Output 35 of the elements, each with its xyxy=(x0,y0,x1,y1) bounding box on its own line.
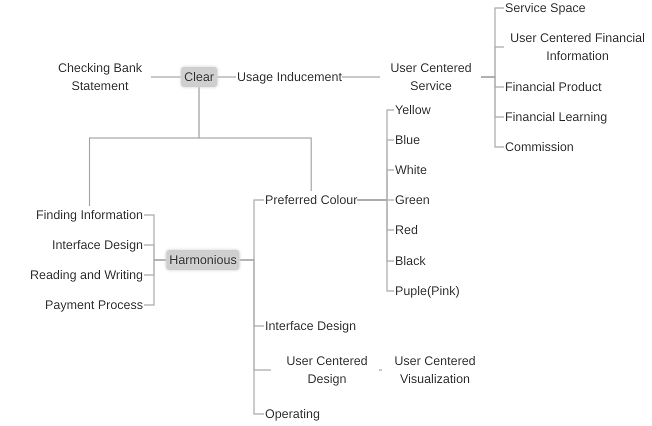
topic-label: Puple(Pink) xyxy=(395,282,460,300)
topic-label: User Centered Visualization xyxy=(380,352,490,388)
topic-label: Red xyxy=(395,221,418,239)
topic-label: White xyxy=(395,161,427,179)
topic-label: Financial Learning xyxy=(505,108,608,126)
topic-label: Financial Product xyxy=(505,78,602,96)
topic-label: Blue xyxy=(395,131,420,149)
connector-line xyxy=(481,76,504,148)
topic-label: User Centered Design xyxy=(272,352,382,388)
topic-label: Checking Bank Statement xyxy=(50,59,150,95)
topic-label: User Centered Financial Information xyxy=(505,29,650,65)
topic-label: Reading and Writing xyxy=(30,266,143,284)
connector-line xyxy=(198,87,312,191)
connector-line xyxy=(216,76,236,78)
topic-label: Operating xyxy=(265,405,320,423)
topic-box: Clear xyxy=(181,67,217,87)
connector-line xyxy=(144,259,166,306)
connector-line xyxy=(342,76,380,78)
topic-label: Service Space xyxy=(505,0,586,17)
topic-label: Interface Design xyxy=(52,236,143,254)
topic-label: Usage Inducement xyxy=(237,68,342,86)
topic-label: Finding Information xyxy=(36,206,143,224)
topic-label: Interface Design xyxy=(265,317,356,335)
topic-label: Green xyxy=(395,191,430,209)
topic-label: Commission xyxy=(505,138,574,156)
topic-label: Payment Process xyxy=(45,296,143,314)
topic-label: Black xyxy=(395,252,426,270)
topic-label: Preferred Colour xyxy=(265,191,358,209)
connector-line xyxy=(240,259,264,415)
topic-box: Harmonious xyxy=(166,250,240,270)
topic-label: User Centered Service xyxy=(381,59,481,95)
connector-line xyxy=(379,369,382,371)
connector-line xyxy=(357,199,394,292)
topic-label: Yellow xyxy=(395,101,431,119)
connector-line xyxy=(151,76,182,78)
